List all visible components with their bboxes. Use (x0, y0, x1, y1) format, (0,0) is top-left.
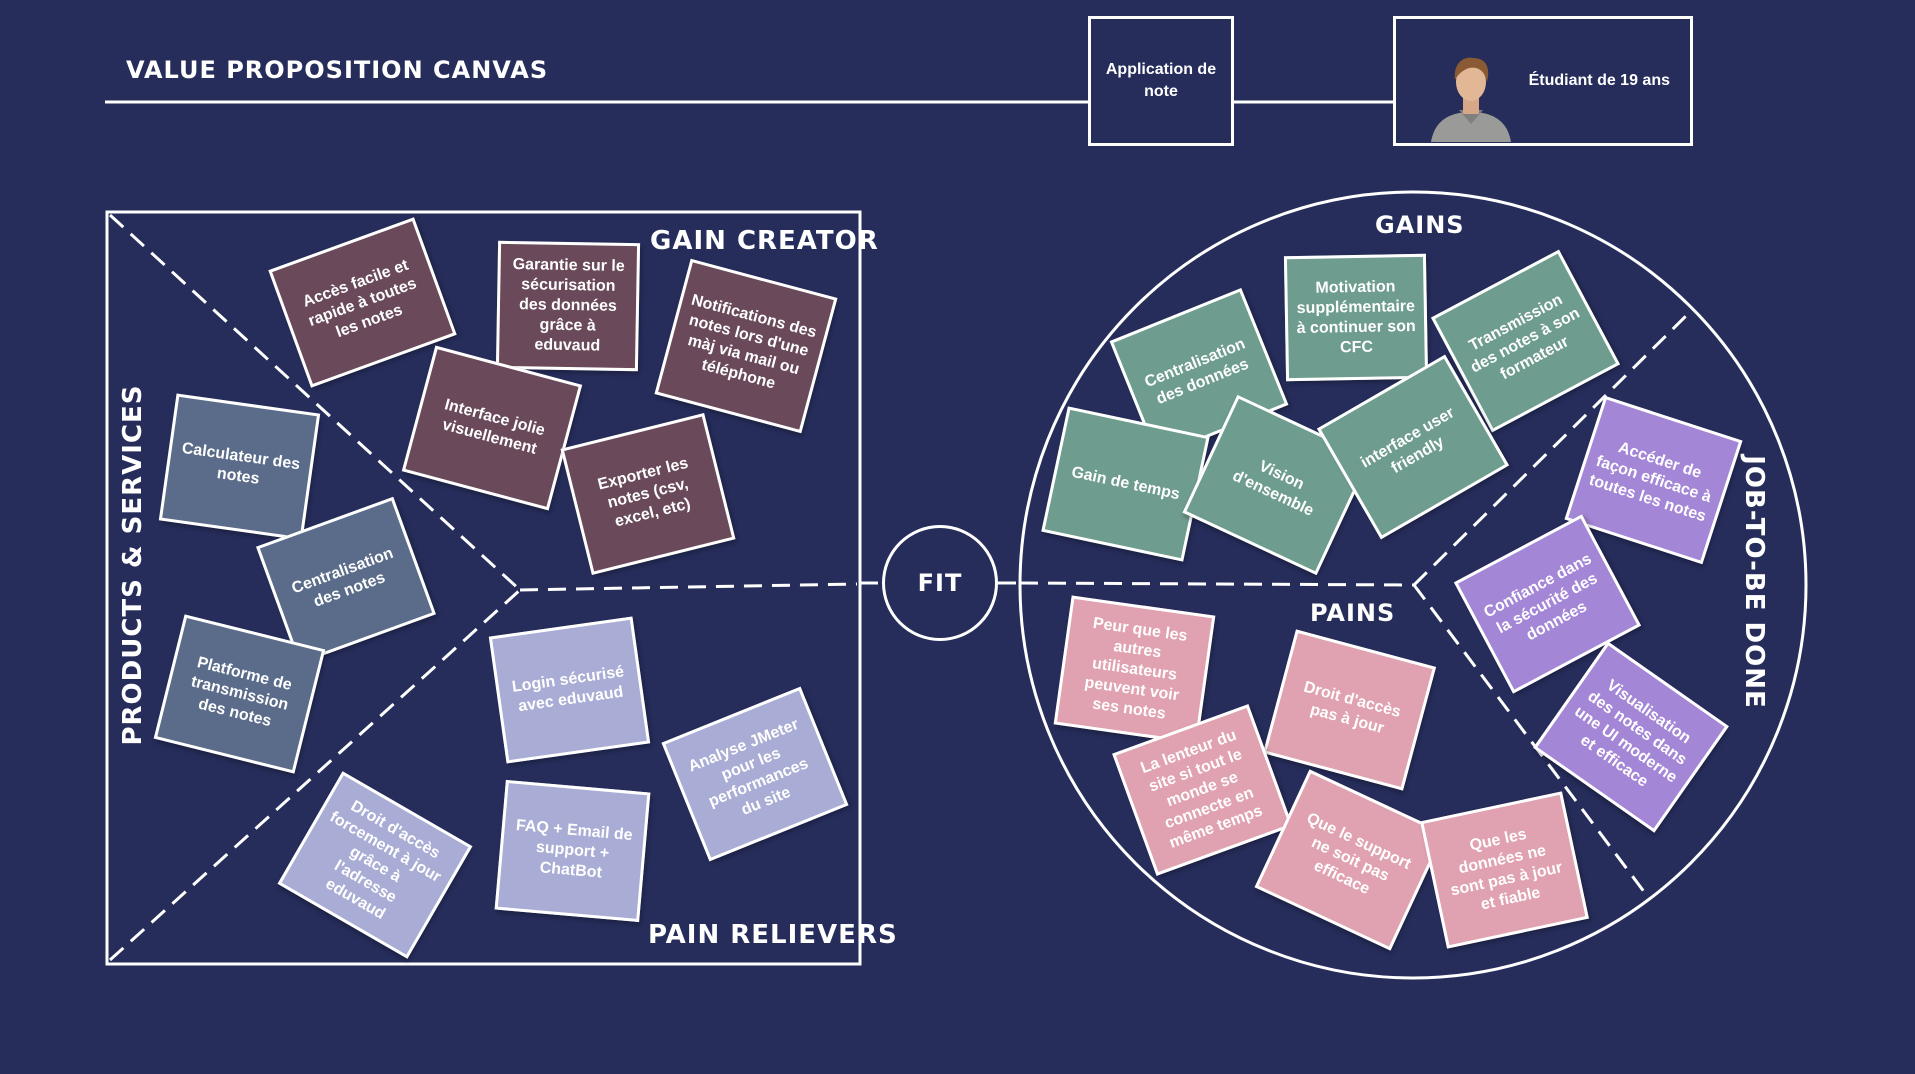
pain-reliever-note: Login sécurisé avec eduvaud (488, 616, 651, 764)
square-divider-bottom (108, 588, 522, 962)
product-box-label: Application de note (1105, 61, 1217, 100)
circle-divider-mid (1019, 581, 1415, 587)
circle-divider-top (1412, 310, 1692, 587)
product-box: Application de note (1088, 16, 1234, 146)
product-service-note: Calculateur des notes (158, 393, 321, 541)
products-services-label: PRODUCTS & SERVICES (118, 384, 148, 746)
pain-reliever-note: FAQ + Email de support + ChatBot (494, 779, 651, 923)
pain-relievers-label: PAIN RELIEVERS (648, 920, 898, 950)
square-divider-top (108, 213, 522, 592)
customer-avatar (1431, 57, 1511, 142)
customer-box: Étudiant de 19 ans (1393, 16, 1693, 146)
gain-note: Motivation supplémentaire à continuer so… (1283, 253, 1429, 382)
fit-circle: FIT (882, 525, 998, 641)
page-title: VALUE PROPOSITION CANVAS (126, 56, 549, 84)
fit-label: FIT (917, 569, 963, 597)
gains-label: GAINS (1375, 211, 1465, 239)
pain-note: Peur que les autres utilisateurs peuvent… (1053, 595, 1216, 745)
gain-creator-label: GAIN CREATOR (650, 226, 879, 256)
circle-divider-bottom (1412, 584, 1650, 898)
square-divider-mid (519, 582, 858, 592)
gain-creator-note: Garantie sur le sécurisation des données… (495, 240, 641, 372)
customer-box-label: Étudiant de 19 ans (1528, 72, 1670, 89)
pains-label: PAINS (1310, 599, 1396, 627)
customer-profile-circle (1018, 190, 1808, 980)
job-to-be-done-label: JOB-TO-BE DONE (1739, 455, 1769, 709)
value-map-square (105, 210, 862, 966)
